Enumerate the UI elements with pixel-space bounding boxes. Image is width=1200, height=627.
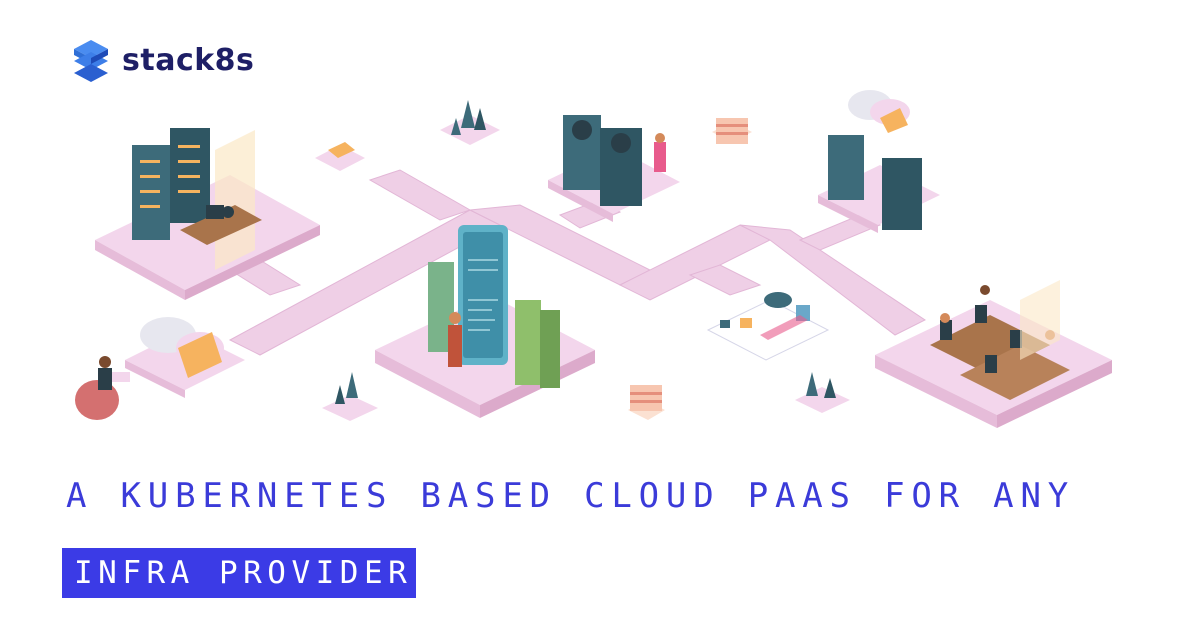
headline-badge-text: INFRA PROVIDER	[74, 555, 413, 591]
office-platform-right	[875, 280, 1112, 428]
datacenter-platform-top	[548, 115, 680, 222]
central-app-platform	[375, 225, 595, 418]
trees-bottom-left	[322, 372, 378, 421]
trees-bottom-right	[795, 372, 850, 413]
stacked-layers-icon	[74, 40, 108, 82]
isometric-infrastructure-illustration	[75, 90, 1112, 428]
cloud-platform-right	[818, 90, 940, 233]
trees-top	[440, 100, 500, 145]
connector-roads	[228, 169, 926, 356]
datacenter-platform-left	[95, 128, 320, 300]
envelope-tile	[315, 142, 365, 171]
person-beanbag	[75, 356, 130, 420]
headline-badge: INFRA PROVIDER	[62, 548, 416, 598]
cloud-platform-left	[125, 317, 245, 398]
brand-name: stack8s	[122, 42, 255, 78]
analytics-board	[706, 292, 830, 361]
storage-stack-top	[712, 118, 752, 144]
storage-stack-bottom	[628, 385, 665, 420]
headline: A KUBERNETES BASED CLOUD PAAS FOR ANY	[66, 476, 1075, 516]
brand-logo[interactable]: stack8s	[70, 38, 254, 82]
